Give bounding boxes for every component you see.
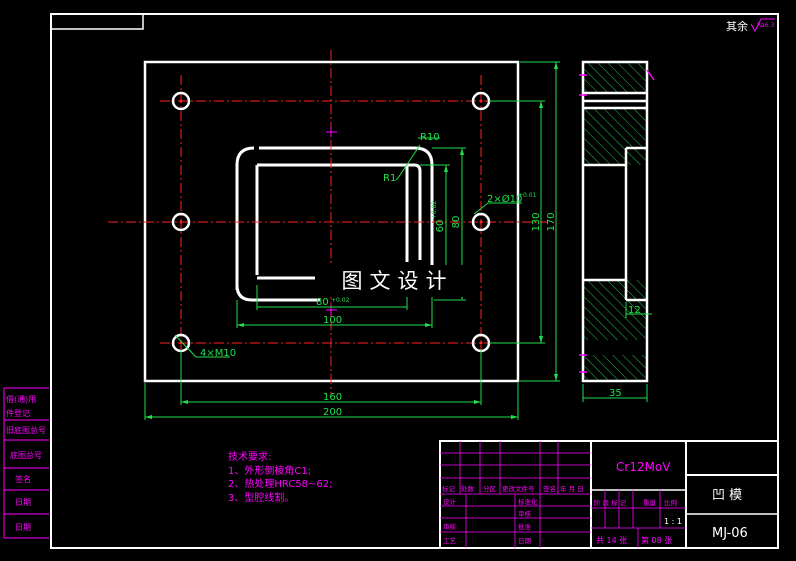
dim-200: 200 bbox=[323, 407, 342, 418]
note-item-2: 2、热处理HRC58~62; bbox=[228, 479, 333, 490]
left-strip-labels: 借(通)用 件登记 旧底图总号 底图总号 签名 日期 日期 bbox=[6, 394, 46, 532]
dim-pin-holes: 2×Ø10 bbox=[487, 193, 522, 205]
hatch-upper bbox=[584, 108, 646, 165]
watermark: 图文设计 bbox=[315, 265, 480, 297]
hatch-lower bbox=[584, 280, 646, 340]
svg-text:阶 段 标 记: 阶 段 标 记 bbox=[594, 498, 627, 507]
left-filing-strip bbox=[3, 387, 49, 539]
dim-35: 35 bbox=[609, 388, 622, 399]
svg-text:旧底图总号: 旧底图总号 bbox=[6, 425, 46, 435]
svg-text:借(通)用: 借(通)用 bbox=[6, 394, 36, 404]
svg-text:分区: 分区 bbox=[483, 484, 497, 493]
title-block-main-text: Cr12MoV 凹 模 MJ-06 1 : 1 共 14 张 第 08 张 bbox=[596, 460, 748, 545]
dim-160: 160 bbox=[323, 392, 342, 403]
side-section-view bbox=[579, 60, 655, 402]
corner-tab bbox=[51, 14, 144, 30]
note-item-3: 3、型腔线割。 bbox=[228, 492, 295, 504]
technical-requirements: 技术要求: 1、外形倒棱角C1; 2、热处理HRC58~62; 3、型腔线割。 bbox=[228, 451, 333, 505]
dim-80-horizontal: 80 bbox=[316, 297, 329, 308]
svg-text:标准化: 标准化 bbox=[518, 497, 538, 506]
dim-130: 130 bbox=[531, 212, 542, 231]
hole-top-left bbox=[171, 91, 191, 111]
dimension-lines bbox=[144, 61, 560, 420]
roughness-value: Ra6.3 bbox=[757, 22, 774, 29]
note-item-1: 1、外形倒棱角C1; bbox=[228, 465, 312, 477]
cavity-inner bbox=[255, 163, 422, 275]
svg-text:重量: 重量 bbox=[643, 499, 657, 507]
svg-text:日期: 日期 bbox=[15, 523, 31, 532]
hatch-top bbox=[584, 63, 646, 93]
dim-pin-holes-tol: +0.01 bbox=[518, 192, 537, 199]
hatch-bottom bbox=[584, 355, 646, 380]
svg-text:件登记: 件登记 bbox=[6, 408, 30, 418]
dim-80-vertical: 80 bbox=[451, 216, 462, 229]
dim-60-vertical-tol: +0.02 bbox=[431, 201, 438, 220]
pin-hole-left bbox=[171, 212, 191, 232]
dim-r10: R10 bbox=[420, 132, 440, 143]
part-name: 凹 模 bbox=[712, 488, 742, 503]
dim-60-vertical: 60 bbox=[435, 220, 446, 233]
title-block-frame bbox=[439, 440, 779, 549]
sheet-number: 第 08 张 bbox=[641, 535, 672, 545]
svg-text:审核: 审核 bbox=[518, 509, 532, 518]
drawing-number: MJ-06 bbox=[712, 526, 748, 541]
roughness-symbol-icon bbox=[750, 18, 775, 33]
dim-80-horizontal-tol: +0.02 bbox=[331, 297, 350, 304]
svg-text:签名: 签名 bbox=[15, 474, 31, 484]
svg-text:日期: 日期 bbox=[518, 537, 532, 545]
svg-text:批准: 批准 bbox=[518, 522, 532, 531]
dim-100: 100 bbox=[323, 315, 342, 326]
roughness-note: 其余 Ra6.3 bbox=[726, 18, 775, 33]
svg-text:处数: 处数 bbox=[461, 484, 475, 493]
center-ticks bbox=[326, 127, 337, 315]
svg-text:设计: 设计 bbox=[443, 497, 457, 506]
svg-text:年 月 日: 年 月 日 bbox=[560, 484, 584, 493]
dim-thread-holes: 4×M10 bbox=[200, 348, 236, 359]
dim-170: 170 bbox=[546, 212, 557, 231]
svg-text:更改文件号: 更改文件号 bbox=[502, 484, 535, 493]
roughness-label: 其余 bbox=[726, 19, 748, 33]
svg-text:签名: 签名 bbox=[543, 484, 556, 493]
svg-text:日期: 日期 bbox=[15, 498, 31, 507]
svg-text:工艺: 工艺 bbox=[443, 537, 457, 545]
svg-text:比例: 比例 bbox=[664, 498, 677, 507]
front-view bbox=[108, 50, 560, 420]
svg-text:标记: 标记 bbox=[442, 484, 456, 493]
notes-title: 技术要求: bbox=[228, 452, 272, 463]
sheet-border bbox=[50, 13, 779, 549]
svg-text:审核: 审核 bbox=[443, 522, 457, 531]
cavity-bottom bbox=[235, 276, 320, 302]
title-block-small-text: 标记 处数 分区 更改文件号 签名 年 月 日 设计 审核 工艺 标准化 审核 … bbox=[442, 484, 677, 545]
scale: 1 : 1 bbox=[664, 517, 682, 526]
pin-hole-right bbox=[471, 212, 491, 232]
sheets-total: 共 14 张 bbox=[596, 536, 627, 545]
svg-text:底图总号: 底图总号 bbox=[10, 450, 42, 460]
dimension-arrows bbox=[145, 62, 558, 419]
dim-r1: R1 bbox=[383, 173, 396, 184]
material: Cr12MoV bbox=[616, 460, 671, 474]
